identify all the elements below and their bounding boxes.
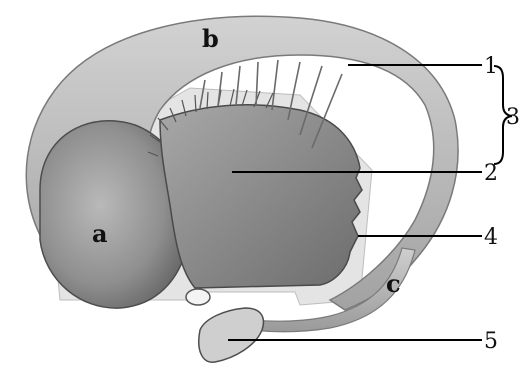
- small-body-5: [199, 308, 264, 362]
- callout-5: 5: [484, 329, 498, 354]
- region-label-a: a: [92, 219, 108, 248]
- callout-1: 1: [484, 54, 498, 79]
- region-label-b: b: [202, 24, 219, 53]
- callout-3: 3: [506, 105, 520, 130]
- callout-4: 4: [484, 225, 498, 250]
- small-oval: [186, 289, 210, 305]
- inner-structure: [160, 105, 362, 288]
- callout-2: 2: [484, 161, 498, 186]
- region-label-c: c: [386, 269, 401, 298]
